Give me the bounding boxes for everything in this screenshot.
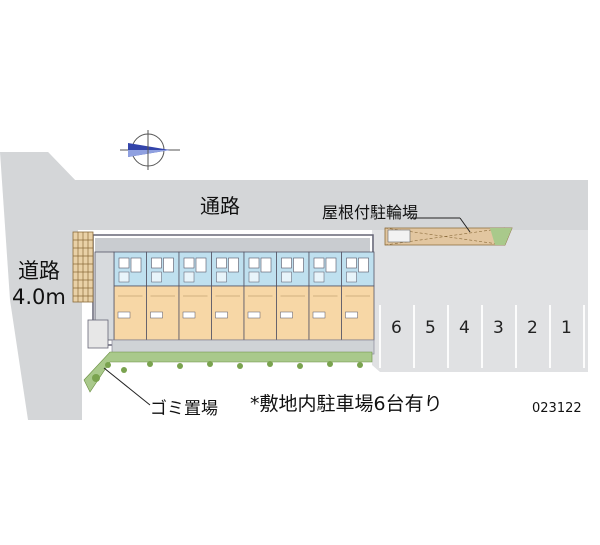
garbage-leader-line xyxy=(103,367,151,406)
garbage-area xyxy=(87,319,109,349)
stairs-hatch xyxy=(72,231,94,303)
apartment-unit xyxy=(341,251,375,341)
road-width-label: 4.0m xyxy=(12,285,66,309)
parking-note: *敷地内駐車場6台有り xyxy=(250,393,443,415)
apartment-units xyxy=(94,251,375,341)
parking-space-number: 1 xyxy=(561,318,572,338)
bike-parking-label: 屋根付駐輪場 xyxy=(322,203,418,222)
apartment-unit xyxy=(178,251,212,341)
road-label: 道路 xyxy=(18,259,60,283)
bike-parking xyxy=(384,227,513,246)
property-code: 023122 xyxy=(532,401,582,416)
apartment-unit xyxy=(243,251,277,341)
parking-space-number: 6 xyxy=(391,318,402,338)
parking-space-number: 2 xyxy=(527,318,538,338)
compass-north-arrow-icon xyxy=(120,130,180,170)
garbage-label: ゴミ置場 xyxy=(150,398,218,419)
apartment-unit xyxy=(276,251,310,341)
parking-spaces: 6 5 4 3 2 1 xyxy=(379,305,585,368)
parking-space-number: 5 xyxy=(425,318,436,338)
bike-leader-line-2 xyxy=(459,217,471,233)
apartment-unit xyxy=(308,251,342,341)
upper-corridor xyxy=(95,238,370,252)
left-road xyxy=(0,152,82,420)
apartment-unit xyxy=(146,251,180,341)
greenery-strip xyxy=(83,351,373,393)
top-passage xyxy=(48,152,588,230)
parking-space-number: 4 xyxy=(459,318,470,338)
parking-space-number: 3 xyxy=(493,318,504,338)
passage-label: 通路 xyxy=(200,194,240,218)
parking-lot xyxy=(372,230,588,372)
apartment-unit xyxy=(211,251,245,341)
shrubs xyxy=(92,361,363,382)
apartment-unit xyxy=(113,251,147,341)
